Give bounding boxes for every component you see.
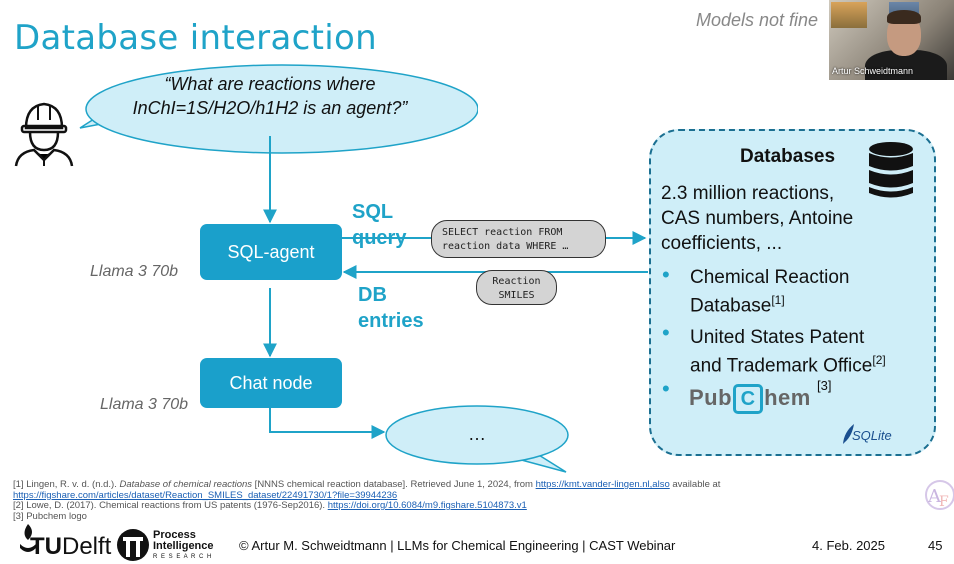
footnote-1-after: available at [669, 479, 721, 490]
databases-title: Databases [740, 146, 836, 167]
query-pill-line-2: reaction data WHERE … [442, 241, 569, 252]
chat-node-label: Chat node [229, 372, 313, 393]
footnote-2-text: [2] Lowe, D. (2017). Chemical reactions … [13, 500, 328, 511]
result-pill-line-2: SMILES [498, 290, 535, 301]
result-pill-line-1: Reaction [492, 276, 541, 287]
chat-node-box: Chat node [200, 358, 342, 408]
question-line-1: “What are reactions where [164, 74, 376, 94]
footnote-1-rest: [NNNS chemical reaction database]. Retri… [252, 479, 536, 490]
db-item-2-line-2: and Trademark Office [690, 355, 873, 377]
bullet-dot: • [662, 262, 670, 287]
tudelft-tu: TU [30, 533, 62, 560]
top-note: Models not fine [696, 10, 819, 30]
footnote-2-link[interactable]: https://doi.org/10.6084/m9.figshare.5104… [327, 500, 527, 511]
answer-bubble [385, 405, 569, 473]
answer-text: … [468, 424, 486, 444]
footnotes: [1] Lingen, R. v. d. (n.d.). Database of… [13, 479, 721, 522]
db-item-3-ref: [3] [817, 378, 832, 393]
tudelft-delft: Delft [62, 533, 112, 560]
page-number: 45 [928, 538, 943, 553]
sql-model-label: Llama 3 70b [90, 263, 179, 280]
slide-title: Database interaction [14, 18, 377, 58]
pir-line-3: R E S E A R C H [153, 554, 213, 560]
pir-line-1: Process [153, 529, 196, 541]
pubchem-part-b: hem [764, 385, 811, 410]
footer-text: © Artur M. Schweidtmann | LLMs for Chemi… [239, 538, 676, 553]
sqlite-logo: SQLite [852, 428, 892, 443]
db-desc-line-3: coefficients, ... [661, 233, 783, 254]
footnote-1-link-2[interactable]: https://figshare.com/articles/dataset/Re… [13, 489, 398, 501]
db-desc-line-1: 2.3 million reactions, [661, 183, 835, 204]
footnote-1-text: [1] Lingen, R. v. d. (n.d.). [13, 479, 120, 490]
db-item-1-line-2: Database [690, 295, 772, 317]
result-pill: Reaction SMILES [476, 270, 557, 305]
pir-logo-text: Process Intelligence R E S E A R C H [153, 530, 214, 563]
chat-model-label: Llama 3 70b [100, 396, 189, 413]
sqlite-feather-icon [843, 424, 854, 444]
footer-date: 4. Feb. 2025 [812, 538, 885, 553]
pubchem-part-a: Pub [689, 385, 733, 410]
question-bubble [79, 64, 478, 154]
tudelft-flame-icon [20, 524, 36, 552]
databases-description: 2.3 million reactions, CAS numbers, Anto… [661, 181, 853, 256]
video-thumbnail[interactable]: Artur Schweidtmann [829, 0, 954, 80]
db-item-1-line-1: Chemical Reaction [690, 267, 850, 288]
pubchem-part-c: C [733, 384, 764, 414]
sql-query-line-1: SQL [352, 201, 394, 223]
db-item-uspto: United States Patent and Trademark Offic… [690, 326, 886, 377]
footnote-1-link-1[interactable]: https://kmt.vander-lingen.nl,also [535, 479, 670, 490]
bullet-dot: • [662, 376, 670, 401]
participant-name: Artur Schweidtmann [832, 66, 914, 76]
db-entries-line-1: DB [358, 284, 387, 306]
footnote-1-italic: Database of chemical reactions [119, 479, 253, 490]
pir-line-2: Intelligence [153, 540, 214, 552]
bullet-dot: • [662, 320, 670, 345]
db-desc-line-2: CAS numbers, Antoine [661, 208, 854, 229]
db-item-cord: Chemical Reaction Database[1] [690, 266, 849, 317]
sql-agent-box: SQL-agent [200, 224, 342, 280]
query-pill-line-1: SELECT reaction FROM [442, 227, 563, 238]
svg-text:A: A [927, 486, 942, 507]
sql-query-label: SQL query [352, 199, 406, 251]
query-pill: SELECT reaction FROM reaction data WHERE… [431, 220, 606, 258]
af-logo-icon: A F [925, 480, 954, 510]
database-icon [869, 142, 913, 198]
question-line-2: InChI=1S/H2O/h1H2 is an agent?” [132, 98, 408, 118]
db-item-2-line-1: United States Patent [690, 327, 865, 348]
db-item-1-ref: [1] [771, 293, 785, 307]
arrow-chat-to-answer [269, 406, 386, 439]
db-item-2-ref: [2] [872, 353, 886, 367]
tudelft-logo: TUDelft [30, 533, 111, 561]
footnote-3-text: [3] Pubchem logo [13, 510, 87, 522]
pir-logo-icon [117, 529, 149, 561]
sql-agent-label: SQL-agent [227, 241, 315, 262]
question-text: “What are reactions where InChI=1S/H2O/h… [120, 72, 420, 120]
engineer-icon [14, 102, 74, 167]
db-entries-line-2: entries [358, 310, 424, 332]
sql-query-line-2: query [352, 227, 407, 249]
db-entries-label: DB entries [358, 282, 424, 334]
svg-text:F: F [939, 494, 949, 510]
